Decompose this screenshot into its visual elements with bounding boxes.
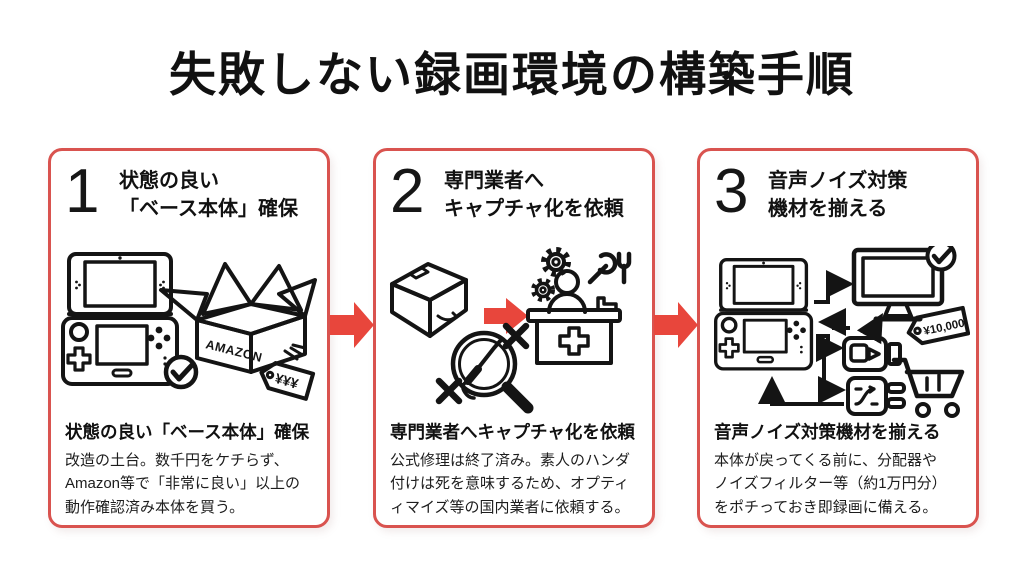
step-1-number: 1 — [65, 157, 100, 226]
nintendo-3ds-icon — [61, 252, 179, 386]
page-title: 失敗しない録画環境の構築手順 — [169, 48, 855, 101]
price-tag-icon: ¥¥¥ — [259, 361, 316, 401]
wrench-icon — [587, 251, 632, 285]
step-1-heading: 状態の良い 「ベース本体」確保 — [119, 170, 298, 220]
monitor-icon — [851, 247, 945, 322]
step-2-subheading: 専門業者へキャプチャ化を依頼 — [390, 422, 635, 442]
step-2-number: 2 — [390, 157, 425, 226]
price-tag-label: ¥¥¥ — [273, 370, 300, 392]
step-3-subheading: 音声ノイズ対策機材を揃える — [714, 422, 941, 442]
step-3-illustration: ¥10,000 — [714, 246, 970, 418]
step-arrow-2-icon — [654, 302, 698, 348]
step-2-heading: 専門業者へ キャプチャ化を依頼 — [444, 170, 624, 220]
connection-arrows-icon — [758, 270, 883, 406]
step-1-illustration: AMAZON ¥¥¥ — [61, 252, 317, 401]
step-card-2: 2 専門業者へ キャプチャ化を依頼 — [373, 148, 655, 528]
step-3-number: 3 — [714, 157, 749, 226]
no-diy-soldering-icon — [450, 330, 534, 414]
price-tag-icon: ¥10,000 — [906, 305, 970, 346]
step-card-3: 3 音声ノイズ対策 機材を揃える — [697, 148, 979, 528]
step-3-body: 本体が戻ってくる前に、分配器や ノイズフィルター等（約1万円分） をポチっておき… — [714, 452, 947, 516]
step-3-header: 3 音声ノイズ対策 機材を揃える — [700, 151, 976, 223]
splitter-plug-icon — [846, 376, 906, 416]
nintendo-3ds-icon — [714, 258, 814, 371]
step-2-illustration — [390, 247, 632, 414]
person-icon — [547, 269, 587, 314]
step-card-1: 1 状態の良い 「ベース本体」確保 — [48, 148, 330, 528]
step-1-subheading: 状態の良い「ベース本体」確保 — [65, 422, 310, 442]
check-circle-icon — [925, 246, 957, 272]
x-mark-icon — [435, 322, 530, 405]
step-1-body: 改造の土台。数千円をケチらず、 Amazon等で「非常に良い」以上の 動作確認済… — [65, 452, 301, 516]
step-2-header: 2 専門業者へ キャプチャ化を依頼 — [376, 151, 652, 223]
step-1-header: 1 状態の良い 「ベース本体」確保 — [51, 151, 327, 223]
shipping-box-icon — [390, 262, 468, 338]
step-arrow-1-icon — [330, 302, 374, 348]
gears-icon — [531, 247, 571, 302]
step-3-heading: 音声ノイズ対策 機材を揃える — [768, 170, 908, 220]
check-circle-icon — [163, 354, 199, 390]
capture-camera-icon — [842, 336, 902, 372]
flow-arrow-icon — [484, 298, 528, 334]
repair-counter-icon — [526, 296, 622, 365]
step-2-body: 公式修理は終了済み。素人のハンダ 付けは死を意味するため、オプティ ィマイズ等の… — [390, 452, 631, 516]
shopping-cart-icon — [891, 357, 965, 418]
